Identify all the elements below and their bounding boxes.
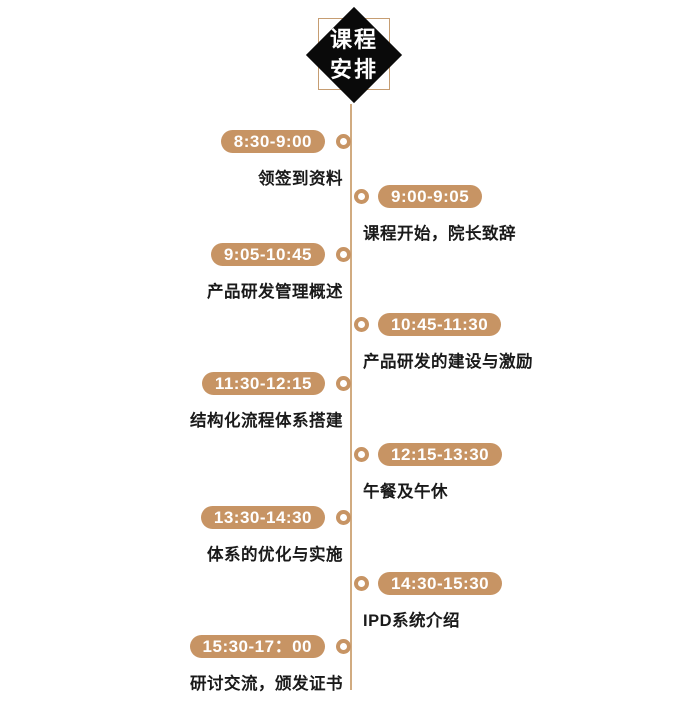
time-pill: 11:30-12:15 bbox=[201, 372, 325, 395]
time-pill: 12:15-13:30 bbox=[378, 443, 503, 466]
schedule-entry-content: 11:30-12:15 结构化流程体系搭建 bbox=[0, 372, 351, 431]
schedule-entry-content: 13:30-14:30 体系的优化与实施 bbox=[0, 506, 351, 565]
schedule-entry: 9:05-10:45 产品研发管理概述 bbox=[0, 243, 690, 303]
schedule-entry-content: 14:30-15:30 IPD系统介绍 bbox=[354, 572, 690, 631]
schedule-entry: 14:30-15:30 IPD系统介绍 bbox=[0, 572, 690, 632]
schedule-entry: 10:45-11:30 产品研发的建设与激励 bbox=[0, 313, 690, 373]
schedule-entry: 8:30-9:00 领签到资料 bbox=[0, 130, 690, 190]
session-title: 产品研发管理概述 bbox=[207, 283, 343, 301]
time-pill: 8:30-9:00 bbox=[220, 130, 325, 153]
header-title: 课程 安排 bbox=[304, 25, 404, 85]
timeline-dot-icon bbox=[336, 510, 351, 525]
schedule-entry-content: 9:00-9:05 课程开始，院长致辞 bbox=[354, 185, 690, 244]
time-pill: 10:45-11:30 bbox=[378, 313, 502, 336]
timeline-line bbox=[350, 104, 352, 690]
schedule-entry-content: 15:30-17：00 研讨交流，颁发证书 bbox=[0, 635, 351, 694]
timeline-dot-icon bbox=[336, 376, 351, 391]
schedule-entry: 15:30-17：00 研讨交流，颁发证书 bbox=[0, 635, 690, 695]
session-title: 结构化流程体系搭建 bbox=[190, 412, 343, 430]
session-title: 领签到资料 bbox=[258, 170, 343, 188]
session-title: 午餐及午休 bbox=[363, 483, 448, 501]
timeline-dot-icon bbox=[354, 447, 369, 462]
timeline-dot-icon bbox=[354, 576, 369, 591]
header-title-line1: 课程 bbox=[329, 27, 378, 52]
session-title: 体系的优化与实施 bbox=[207, 546, 343, 564]
schedule-entry-content: 9:05-10:45 产品研发管理概述 bbox=[0, 243, 351, 302]
schedule-entry: 11:30-12:15 结构化流程体系搭建 bbox=[0, 372, 690, 432]
schedule-entry: 9:00-9:05 课程开始，院长致辞 bbox=[0, 185, 690, 245]
timeline-dot-icon bbox=[336, 247, 351, 262]
timeline-dot-icon bbox=[354, 317, 369, 332]
time-pill: 9:00-9:05 bbox=[378, 185, 483, 208]
header-title-line2: 安排 bbox=[329, 57, 378, 82]
time-pill: 15:30-17：00 bbox=[189, 635, 325, 658]
session-title: IPD系统介绍 bbox=[363, 612, 461, 630]
session-title: 产品研发的建设与激励 bbox=[363, 353, 533, 371]
timeline-dot-icon bbox=[354, 189, 369, 204]
schedule-entry-content: 12:15-13:30 午餐及午休 bbox=[354, 443, 690, 502]
time-pill: 13:30-14:30 bbox=[200, 506, 325, 529]
schedule-entry: 12:15-13:30 午餐及午休 bbox=[0, 443, 690, 503]
timeline-dot-icon bbox=[336, 134, 351, 149]
timeline-dot-icon bbox=[336, 639, 351, 654]
session-title: 课程开始，院长致辞 bbox=[363, 225, 516, 243]
schedule-entry: 13:30-14:30 体系的优化与实施 bbox=[0, 506, 690, 566]
time-pill: 9:05-10:45 bbox=[210, 243, 325, 266]
time-pill: 14:30-15:30 bbox=[378, 572, 503, 595]
schedule-entry-content: 8:30-9:00 领签到资料 bbox=[0, 130, 351, 189]
schedule-entry-content: 10:45-11:30 产品研发的建设与激励 bbox=[354, 313, 690, 372]
session-title: 研讨交流，颁发证书 bbox=[190, 675, 343, 693]
